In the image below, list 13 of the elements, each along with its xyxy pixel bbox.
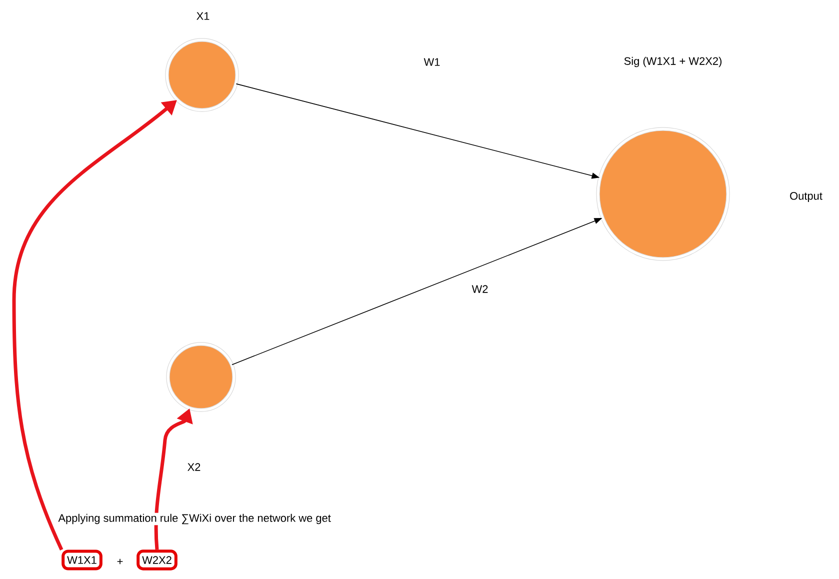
edge-label: W2 (472, 285, 488, 293)
text-label: Applying summation rule ∑WiXi over the network we get (57, 512, 332, 526)
text-label: Output (788, 191, 824, 203)
neuron-circle (166, 342, 236, 412)
circled-term: W1X1 (62, 550, 102, 570)
text-label: X1 (195, 11, 211, 21)
neuron-circle (165, 38, 239, 112)
text-label: X2 (186, 462, 202, 472)
circled-term: W2X2 (136, 550, 178, 570)
text-label: + (116, 558, 124, 566)
neuron-circle (596, 127, 730, 261)
text-label: W1 (422, 57, 442, 67)
text-label: Sig (W1X1 + W2X2) (622, 56, 724, 68)
